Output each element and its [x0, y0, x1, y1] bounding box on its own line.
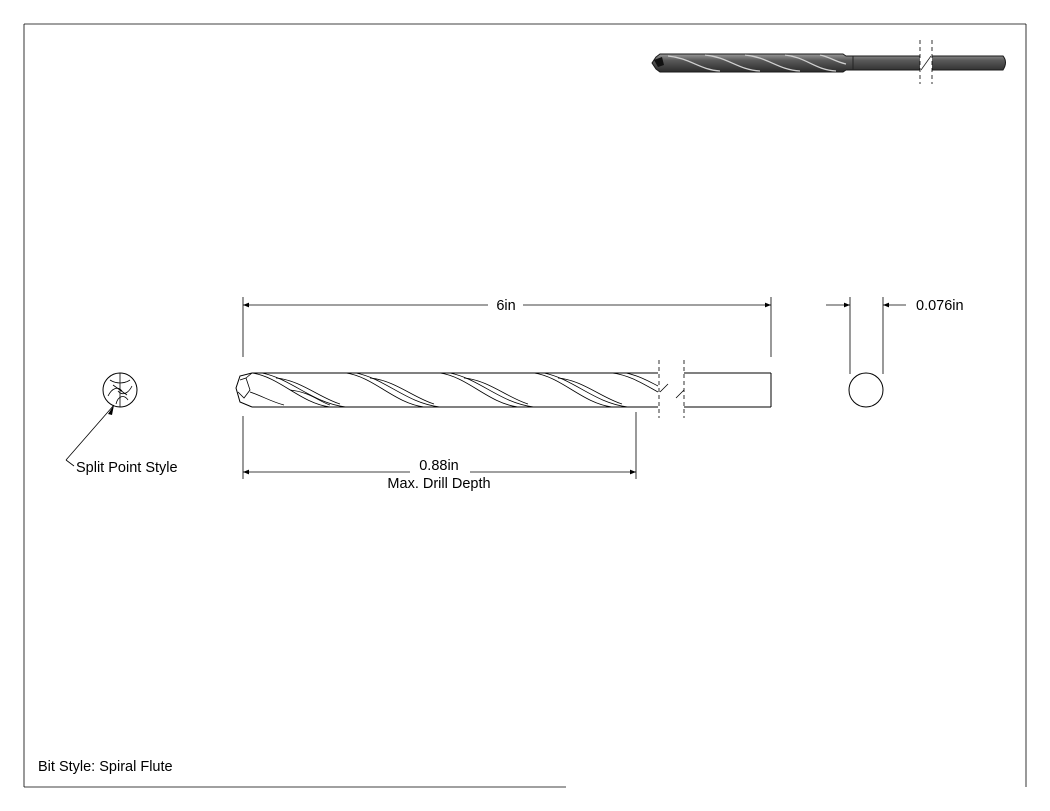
bit-style-label: Bit Style: Spiral Flute: [38, 759, 173, 775]
drill-bit-render: [651, 40, 1006, 84]
drill-bit-side-view: [235, 360, 772, 418]
drill-depth-value: 0.88in: [419, 458, 459, 474]
split-point-label: Split Point Style: [76, 460, 178, 476]
split-point-end-view: [102, 372, 138, 408]
overall-length-value: 6in: [496, 298, 515, 314]
shank-end-view: [848, 372, 884, 408]
drill-depth-caption: Max. Drill Depth: [387, 476, 490, 492]
drawing-frame: [23, 23, 1027, 788]
overall-length-dimension: [242, 297, 772, 357]
drill-depth-dimension: [242, 412, 637, 479]
split-point-leader: [65, 404, 115, 467]
diameter-value: 0.076in: [916, 298, 964, 314]
diameter-dimension: [826, 297, 906, 374]
